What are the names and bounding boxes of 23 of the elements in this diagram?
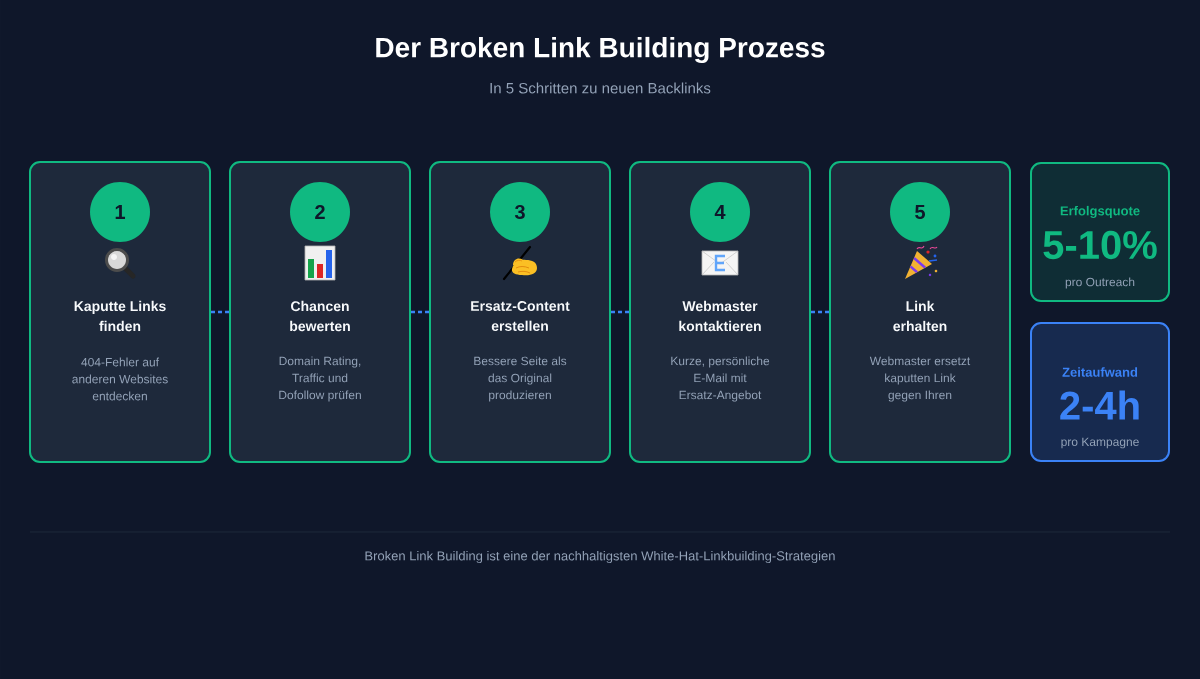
dashed-connector <box>811 310 829 314</box>
dashed-connector <box>611 310 629 314</box>
stat-label: Zeitaufwand <box>1062 367 1138 377</box>
step-description: Webmaster ersetzt kaputten Link gegen Ihren <box>869 356 971 402</box>
stat-value: 5-10% <box>1043 230 1157 260</box>
step-title: Link erhalten <box>893 300 947 332</box>
subtitle: In 5 Schritten zu neuen Backlinks <box>490 82 711 94</box>
dashed-connector <box>211 310 229 314</box>
stat-caption: pro Kampagne <box>1061 437 1139 449</box>
step-title: Ersatz-Content erstellen <box>471 301 570 331</box>
step-title: Webmaster kontaktieren <box>679 300 761 332</box>
title: Der Broken Link Building Prozess <box>376 36 825 64</box>
step-description: Bessere Seite als das Original produzieren <box>474 356 567 402</box>
stat-caption: pro Outreach <box>1065 277 1135 289</box>
step-description: Domain Rating, Traffic und Dofollow prüfen <box>279 356 361 402</box>
step-title: Kaputte Links finden <box>74 300 166 332</box>
stat-label: Erfolgsquote <box>1060 205 1140 219</box>
step-description: 404-Fehler auf anderen Websites entdecken <box>72 357 168 401</box>
footer-note: Broken Link Building ist eine der nachhaltigsten White-Hat-Linkbuilding-Strategien <box>365 550 835 564</box>
step-title: Chancen bewerten <box>290 300 350 332</box>
stat-value: 2-4h <box>1060 390 1139 420</box>
dashed-connector <box>411 310 429 314</box>
step-description: Kurze, persönliche E-Mail mit Ersatz-Angebot <box>671 356 770 402</box>
